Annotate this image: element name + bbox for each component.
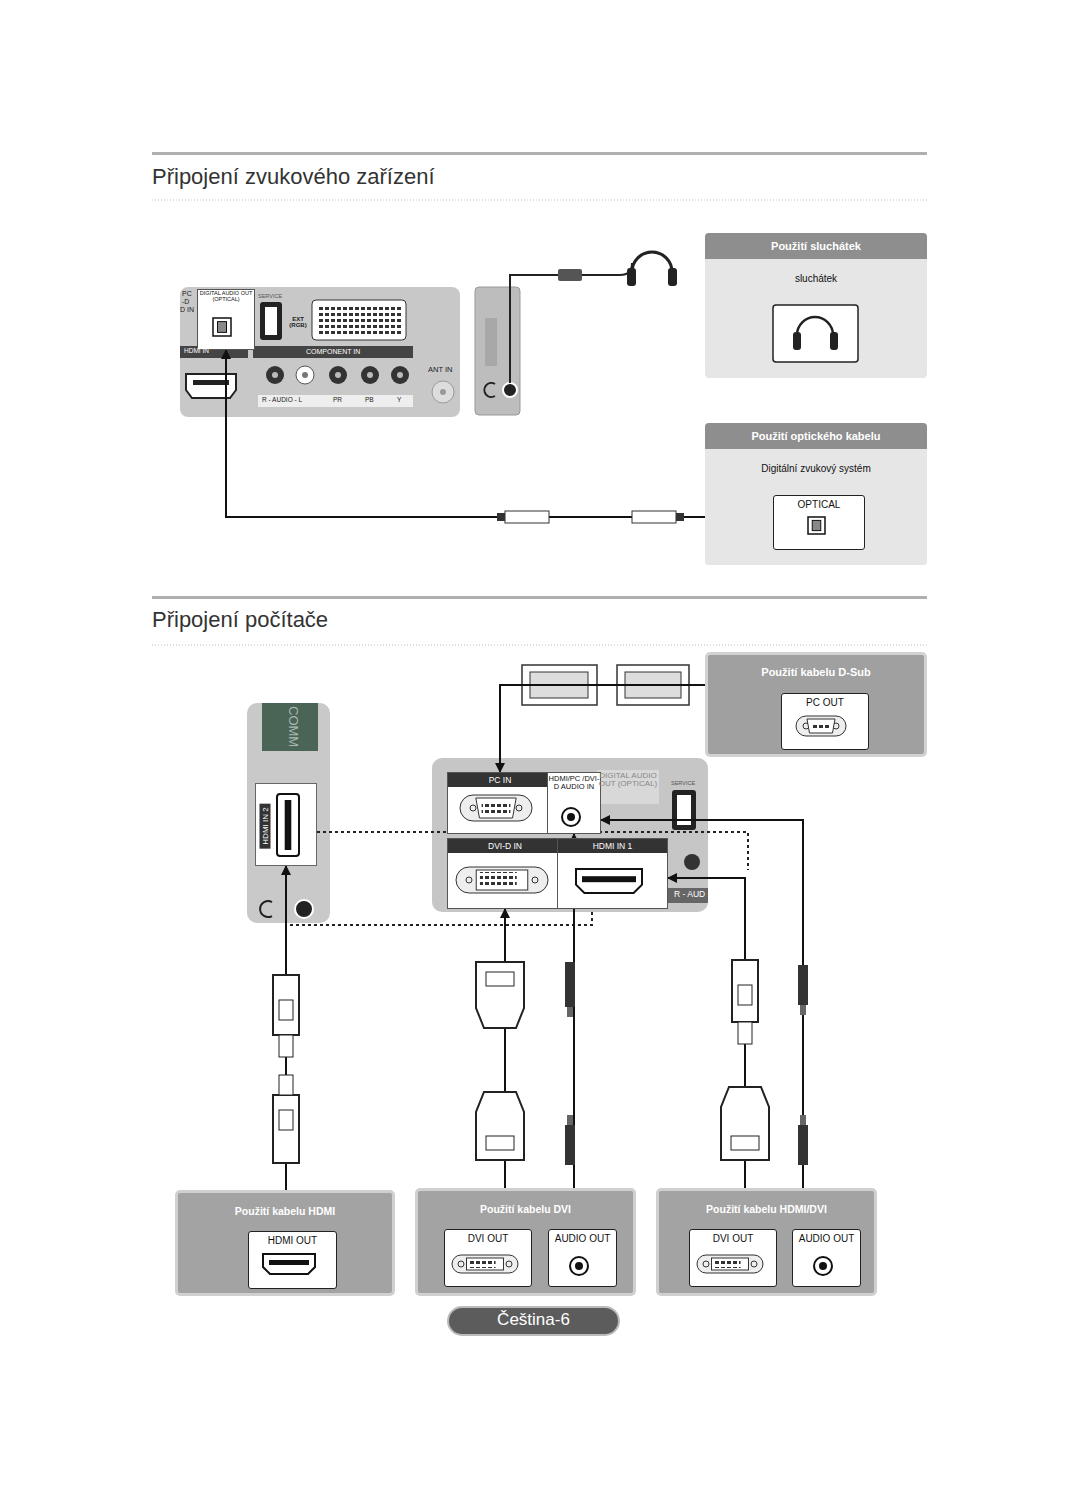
headphone-cable	[510, 275, 560, 383]
part-label: R - AUD	[674, 890, 705, 899]
port-box: PC IN	[447, 772, 553, 834]
port-box: HDMI IN 2	[255, 783, 317, 866]
port-box: HDMI IN 1	[557, 838, 668, 909]
port-box: HDMI/PC /DVI-D AUDIO IN	[547, 772, 601, 834]
box-title: Použití kabelu D-Sub	[708, 655, 924, 678]
page-number-pill: Čeština-6	[447, 1306, 620, 1336]
part-label: SERVICE	[258, 294, 282, 300]
box-title: Použití kabelu DVI	[418, 1191, 633, 1215]
part-label: ANT IN	[428, 366, 452, 374]
jack-box: DVI OUT	[689, 1229, 777, 1287]
part-label: COMM	[286, 706, 300, 747]
box-text: Digitální zvukový systém	[705, 463, 927, 474]
port-box: DVI-D IN	[447, 838, 563, 909]
jack-box: AUDIO OUT	[792, 1229, 861, 1287]
jack-box: PC OUT	[781, 693, 869, 750]
headphone-cable	[580, 263, 632, 275]
usage-panel: Použití optického kabeluDigitální zvukov…	[705, 423, 927, 565]
cable-connector	[500, 685, 705, 772]
part-label: EXT (RGB)	[285, 316, 311, 329]
usage-panel: Použití kabelu DVI DVI OUT AUDIO OUT	[415, 1188, 636, 1296]
jack-box: AUDIO OUT	[548, 1229, 617, 1287]
part-label: PB	[365, 397, 374, 404]
box-title: DVI OUT	[445, 1233, 531, 1244]
jack-box: OPTICAL	[773, 495, 865, 550]
part-label: DIGITAL AUDIO OUT (OPTICAL)	[597, 772, 659, 789]
box-title: HDMI IN 2	[260, 803, 271, 848]
section-heading: Připojení zvukového zařízení	[152, 164, 435, 190]
part-label: R - AUDIO - L	[262, 397, 302, 404]
part-label: PC	[182, 290, 192, 297]
jack-box: HDMI OUT	[248, 1231, 337, 1289]
box-title: PC IN	[448, 773, 552, 787]
box-title: Použití kabelu HDMI	[178, 1193, 392, 1217]
box-title: Použití sluchátek	[705, 233, 927, 259]
box-title: DVI OUT	[690, 1233, 776, 1244]
box-title: HDMI/PC /DVI-D AUDIO IN	[548, 775, 600, 790]
part-label: PR	[333, 397, 342, 404]
part-label: COMPONENT IN	[306, 348, 360, 355]
usage-panel: Použití kabelu D-Sub PC OUT	[705, 652, 927, 757]
box-title: DIGITAL AUDIO OUT (OPTICAL)	[199, 291, 253, 303]
box-title: AUDIO OUT	[793, 1233, 860, 1244]
part-label: -D	[182, 298, 189, 305]
part-label: HDMI IN	[184, 348, 209, 355]
box-text: sluchátek	[705, 273, 927, 284]
box-title: HDMI OUT	[249, 1235, 336, 1246]
jack-box: DVI OUT	[444, 1229, 532, 1287]
box-title: AUDIO OUT	[549, 1233, 616, 1244]
usage-panel: Použití kabelu HDMI HDMI OUT	[175, 1190, 395, 1296]
part-label: D IN	[180, 306, 194, 313]
box-title: Čeština-6	[449, 1308, 618, 1332]
cable-connector	[226, 350, 705, 517]
part-label: Připojení počítače	[152, 608, 328, 631]
box-title: Použití optického kabelu	[705, 423, 927, 449]
port-box: DIGITAL AUDIO OUT (OPTICAL)	[197, 289, 255, 350]
box-title: Použití kabelu HDMI/DVI	[659, 1191, 874, 1215]
part-label: SERVICE	[671, 781, 695, 787]
part-label: Y	[397, 397, 401, 404]
box-title: OPTICAL	[774, 499, 864, 510]
box-title: DVI-D IN	[448, 839, 562, 853]
box-title: HDMI IN 1	[558, 839, 667, 853]
usage-panel: Použití kabelu HDMI/DVI DVI OUT AUDIO OUT	[656, 1188, 877, 1296]
box-title: PC OUT	[782, 697, 868, 708]
usage-panel: Použití sluchátek sluchátek	[705, 233, 927, 378]
